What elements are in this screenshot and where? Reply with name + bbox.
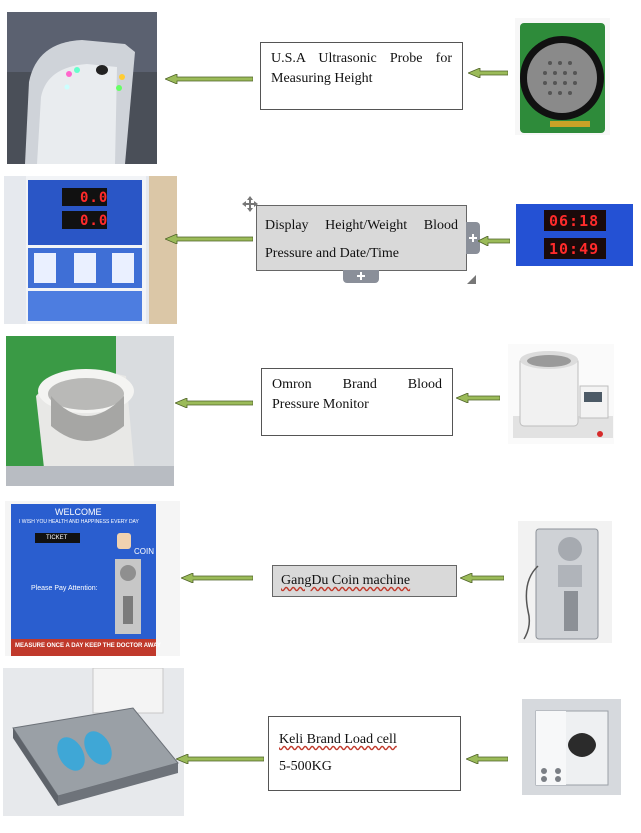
scale-platform-photo — [3, 668, 184, 816]
row2-arrow-right — [478, 236, 510, 246]
ticket-label: TICKET — [46, 535, 68, 541]
label-line: Measuring Height — [271, 71, 373, 87]
label-line: Keli Brand Load cell — [279, 727, 450, 753]
load-cell-photo — [522, 699, 621, 795]
add-right-handle-icon[interactable] — [466, 222, 480, 254]
ultrasonic-probe-label: U.S.A Ultrasonic Probe for Measuring Hei… — [260, 42, 463, 110]
coin-machine-panel-photo: WELCOME I WISH YOU HEALTH AND HAPPINESS … — [5, 501, 180, 656]
load-cell-label: Keli Brand Load cell 5-500KG — [268, 716, 461, 791]
date-readout: 06:18 — [549, 212, 600, 230]
ultrasonic-probe-photo — [515, 18, 610, 135]
row1-arrow-right — [468, 68, 508, 78]
label-line: Display Height/Weight Blood — [265, 218, 458, 233]
coin-label: COIN — [134, 547, 154, 556]
brand-name: Keli Brand Load cell — [279, 732, 397, 747]
label-line: U.S.A Ultrasonic Probe for — [271, 51, 452, 66]
row1-arrow — [165, 74, 253, 84]
row3-arrow — [175, 398, 253, 408]
height-probe-head-photo — [7, 12, 157, 164]
row4-arrow — [181, 573, 253, 583]
welcome-heading: WELCOME — [55, 507, 102, 517]
label-line: Omron Brand Blood — [272, 377, 442, 392]
omron-monitor-label: Omron Brand Blood Pressure Monitor — [261, 368, 453, 436]
led-display-photo: 06:18 10:49 — [516, 204, 633, 266]
display-label[interactable]: Display Height/Weight Blood Pressure and… — [256, 205, 467, 271]
label-line: Pressure and Date/Time — [265, 246, 400, 261]
left-height-readout: 0.0 — [80, 190, 109, 206]
resize-corner-icon[interactable] — [467, 271, 476, 284]
label-line: GangDu Coin machine — [281, 571, 448, 591]
sign-footer: MEASURE ONCE A DAY KEEP THE DOCTOR AWAY — [15, 643, 161, 649]
label-line: Pressure Monitor — [272, 397, 369, 413]
brand-name: GangDu Coin machine — [281, 573, 411, 588]
row3-arrow-right — [456, 393, 500, 403]
attention-text: Please Pay Attention: — [31, 585, 98, 592]
left-weight-readout: 0.0 — [80, 213, 109, 229]
row4-arrow-right — [460, 573, 504, 583]
omron-monitor-photo — [508, 344, 614, 444]
add-bottom-handle-icon[interactable] — [343, 270, 379, 283]
coin-machine-label: GangDu Coin machine — [272, 565, 457, 597]
time-readout: 10:49 — [549, 240, 600, 258]
welcome-subtitle: I WISH YOU HEALTH AND HAPPINESS EVERY DA… — [19, 519, 139, 525]
label-line: 5-500KG — [279, 759, 332, 774]
coin-mechanism-photo — [518, 521, 612, 643]
row5-arrow — [176, 754, 264, 764]
blood-pressure-cuff-photo — [6, 336, 174, 486]
row5-arrow-right — [466, 754, 508, 764]
display-panel-photo: 0.0 0.0 — [4, 176, 177, 324]
move-handle-icon[interactable] — [242, 196, 258, 212]
row2-arrow — [165, 234, 253, 244]
